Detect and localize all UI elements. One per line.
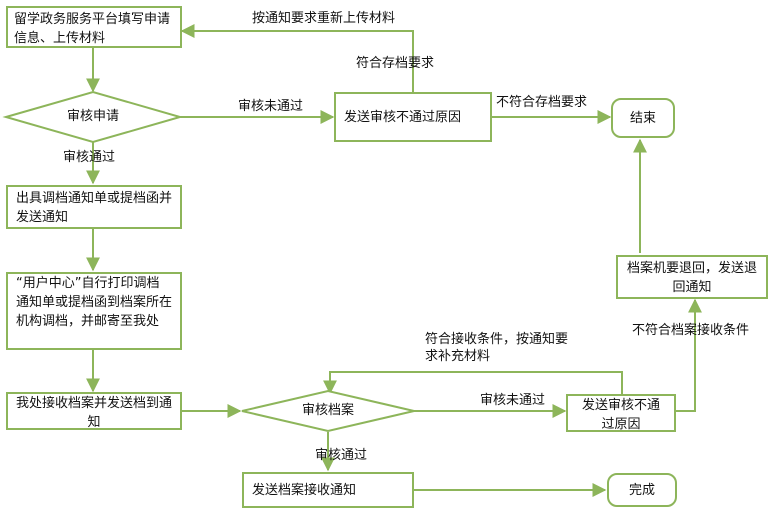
- end-text: 结束: [629, 110, 656, 126]
- edge-label-supplement: 符合接收条件，按通知要求补充材料: [425, 332, 569, 364]
- issue-notice-text: 出具调档通知单或提档函并发送通知: [16, 191, 173, 225]
- send-reject-reason-1-node: 发送审核不通过原因: [334, 92, 492, 142]
- edge-label-review-failed-1: 审核未通过: [238, 99, 304, 114]
- archive-return-node: 档案机要退回，发送退回通知: [616, 255, 768, 299]
- review-archive-label: 审核档案: [301, 403, 354, 418]
- edge-resubmit: [180, 24, 414, 92]
- edge-label-review-passed-2: 审核通过: [315, 448, 368, 463]
- edge-reject-2-to-return: [675, 298, 702, 412]
- send-reject-reason-2-node: 发送审核不通过原因: [566, 394, 676, 432]
- archive-return-text: 档案机要退回，发送退回通知: [626, 261, 757, 295]
- receive-archive-node: 我处接收档案并发送档到通知: [6, 392, 182, 430]
- review-archive-diamond: [241, 389, 415, 433]
- send-reject-reason-2-text: 发送审核不通过原因: [581, 398, 660, 432]
- done-text: 完成: [628, 482, 655, 498]
- send-receive-notice-node: 发送档案接收通知: [242, 472, 414, 508]
- edge-label-review-passed-1: 审核通过: [63, 150, 116, 165]
- review-application-diamond: [2, 90, 184, 144]
- fill-info-text: 留学政务服务平台填写申请信息、上传材料: [14, 12, 171, 46]
- done-node: 完成: [607, 473, 677, 507]
- fill-info-node: 留学政务服务平台填写申请信息、上传材料: [6, 6, 182, 48]
- user-center-print-text: “用户中心”自行打印调档通知单或提档函到档案所在机构调档，并邮寄至我处: [16, 276, 173, 329]
- edge-label-resubmit: 按通知要求重新上传材料: [252, 11, 396, 26]
- edge-label-review-failed-2: 审核未通过: [480, 393, 546, 408]
- receive-archive-text: 我处接收档案并发送档到通知: [16, 396, 173, 430]
- edge-label-not-meet-receive: 不符合档案接收条件: [632, 323, 750, 338]
- send-reject-reason-1-text: 发送审核不通过原因: [344, 109, 462, 125]
- issue-notice-node: 出具调档通知单或提档函并发送通知: [6, 185, 182, 229]
- edge-supplement: [323, 371, 623, 395]
- send-receive-notice-text: 发送档案接收通知: [252, 482, 357, 498]
- edge-label-not-meets-archive: 不符合存档要求: [496, 95, 588, 110]
- edge-label-meets-archive: 符合存档要求: [356, 56, 435, 71]
- review-application-label: 审核申请: [66, 109, 119, 124]
- end-node: 结束: [611, 98, 675, 138]
- user-center-print-node: “用户中心”自行打印调档通知单或提档函到档案所在机构调档，并邮寄至我处: [6, 272, 182, 350]
